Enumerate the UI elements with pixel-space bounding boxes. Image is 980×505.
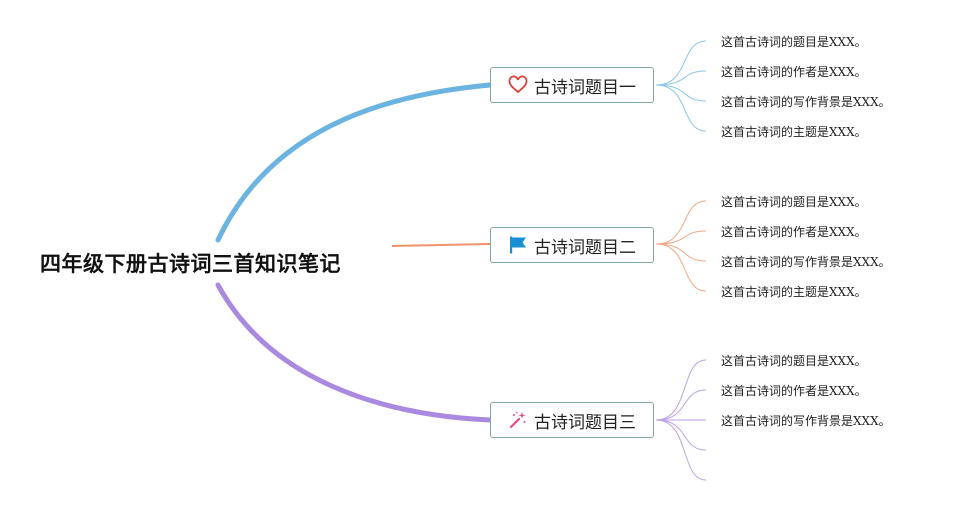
leaf-3-1[interactable]: 这首古诗词的题目是XXX。 [721, 354, 867, 368]
leaf-3-2[interactable]: 这首古诗词的作者是XXX。 [721, 384, 867, 398]
leaf-1-4[interactable]: 这首古诗词的主题是XXX。 [721, 125, 867, 139]
branch-topic-1[interactable]: 古诗词题目一 [490, 67, 654, 103]
heart-icon [508, 75, 528, 95]
root-topic[interactable]: 四年级下册古诗词三首知识笔记 [40, 252, 341, 276]
connector-branch-3 [215, 282, 493, 423]
leaf-2-4[interactable]: 这首古诗词的主题是XXX。 [721, 285, 867, 299]
branch-topic-3[interactable]: 古诗词题目三 [490, 402, 654, 438]
leaf-1-2[interactable]: 这首古诗词的作者是XXX。 [721, 65, 867, 79]
branch-topic-2[interactable]: 古诗词题目二 [490, 227, 654, 263]
magic-wand-icon [508, 410, 528, 430]
leaf-3-3[interactable]: 这首古诗词的写作背景是XXX。 [721, 414, 891, 428]
leaf-2-3[interactable]: 这首古诗词的写作背景是XXX。 [721, 255, 891, 269]
leaf-1-3[interactable]: 这首古诗词的写作背景是XXX。 [721, 95, 891, 109]
branch-label-3: 古诗词题目三 [534, 412, 636, 433]
branch-label-2: 古诗词题目二 [534, 237, 636, 258]
flag-icon [508, 235, 528, 255]
leaf-1-1[interactable]: 这首古诗词的题目是XXX。 [721, 35, 867, 49]
connector-branch-2 [391, 243, 491, 247]
leaf-connectors-1 [655, 40, 707, 132]
leaf-connectors-3 [655, 359, 707, 481]
branch-label-1: 古诗词题目一 [534, 77, 636, 98]
leaf-connectors-2 [655, 200, 707, 292]
leaf-2-1[interactable]: 这首古诗词的题目是XXX。 [721, 195, 867, 209]
leaf-2-2[interactable]: 这首古诗词的作者是XXX。 [721, 225, 867, 239]
connector-branch-1 [215, 82, 493, 243]
